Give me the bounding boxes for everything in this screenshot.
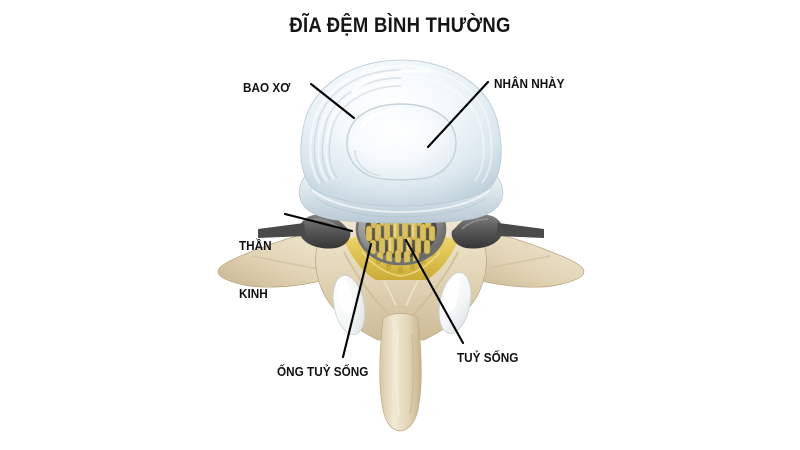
label-annulus-fibrosus: BAO XƠ — [243, 81, 291, 95]
page-title: ĐĨA ĐỆM BÌNH THƯỜNG — [289, 14, 511, 37]
leader-line-canal — [341, 242, 373, 359]
label-nerve-root-line2: KINH — [239, 287, 268, 301]
leader-line-cord — [404, 238, 465, 345]
label-spinal-cord: TUỶ SỐNG — [457, 351, 519, 365]
label-spinal-canal: ỐNG TUỶ SỐNG — [277, 365, 369, 379]
leader-line-nerve — [283, 212, 354, 233]
intervertebral-disc — [298, 59, 504, 224]
leader-lines — [283, 80, 490, 359]
leader-line-annulus — [309, 82, 356, 120]
label-nerve-root-line1: THẦN — [239, 239, 272, 253]
label-nerve-root: THẦN KINH — [239, 206, 272, 334]
leader-line-nucleus — [426, 80, 490, 149]
nerve-root-left — [258, 214, 351, 249]
nucleus-pulposus — [346, 103, 457, 181]
spinous-process — [379, 313, 422, 432]
nerve-root-right — [451, 214, 544, 249]
label-nucleus-pulposus: NHÂN NHÀY — [494, 77, 565, 91]
